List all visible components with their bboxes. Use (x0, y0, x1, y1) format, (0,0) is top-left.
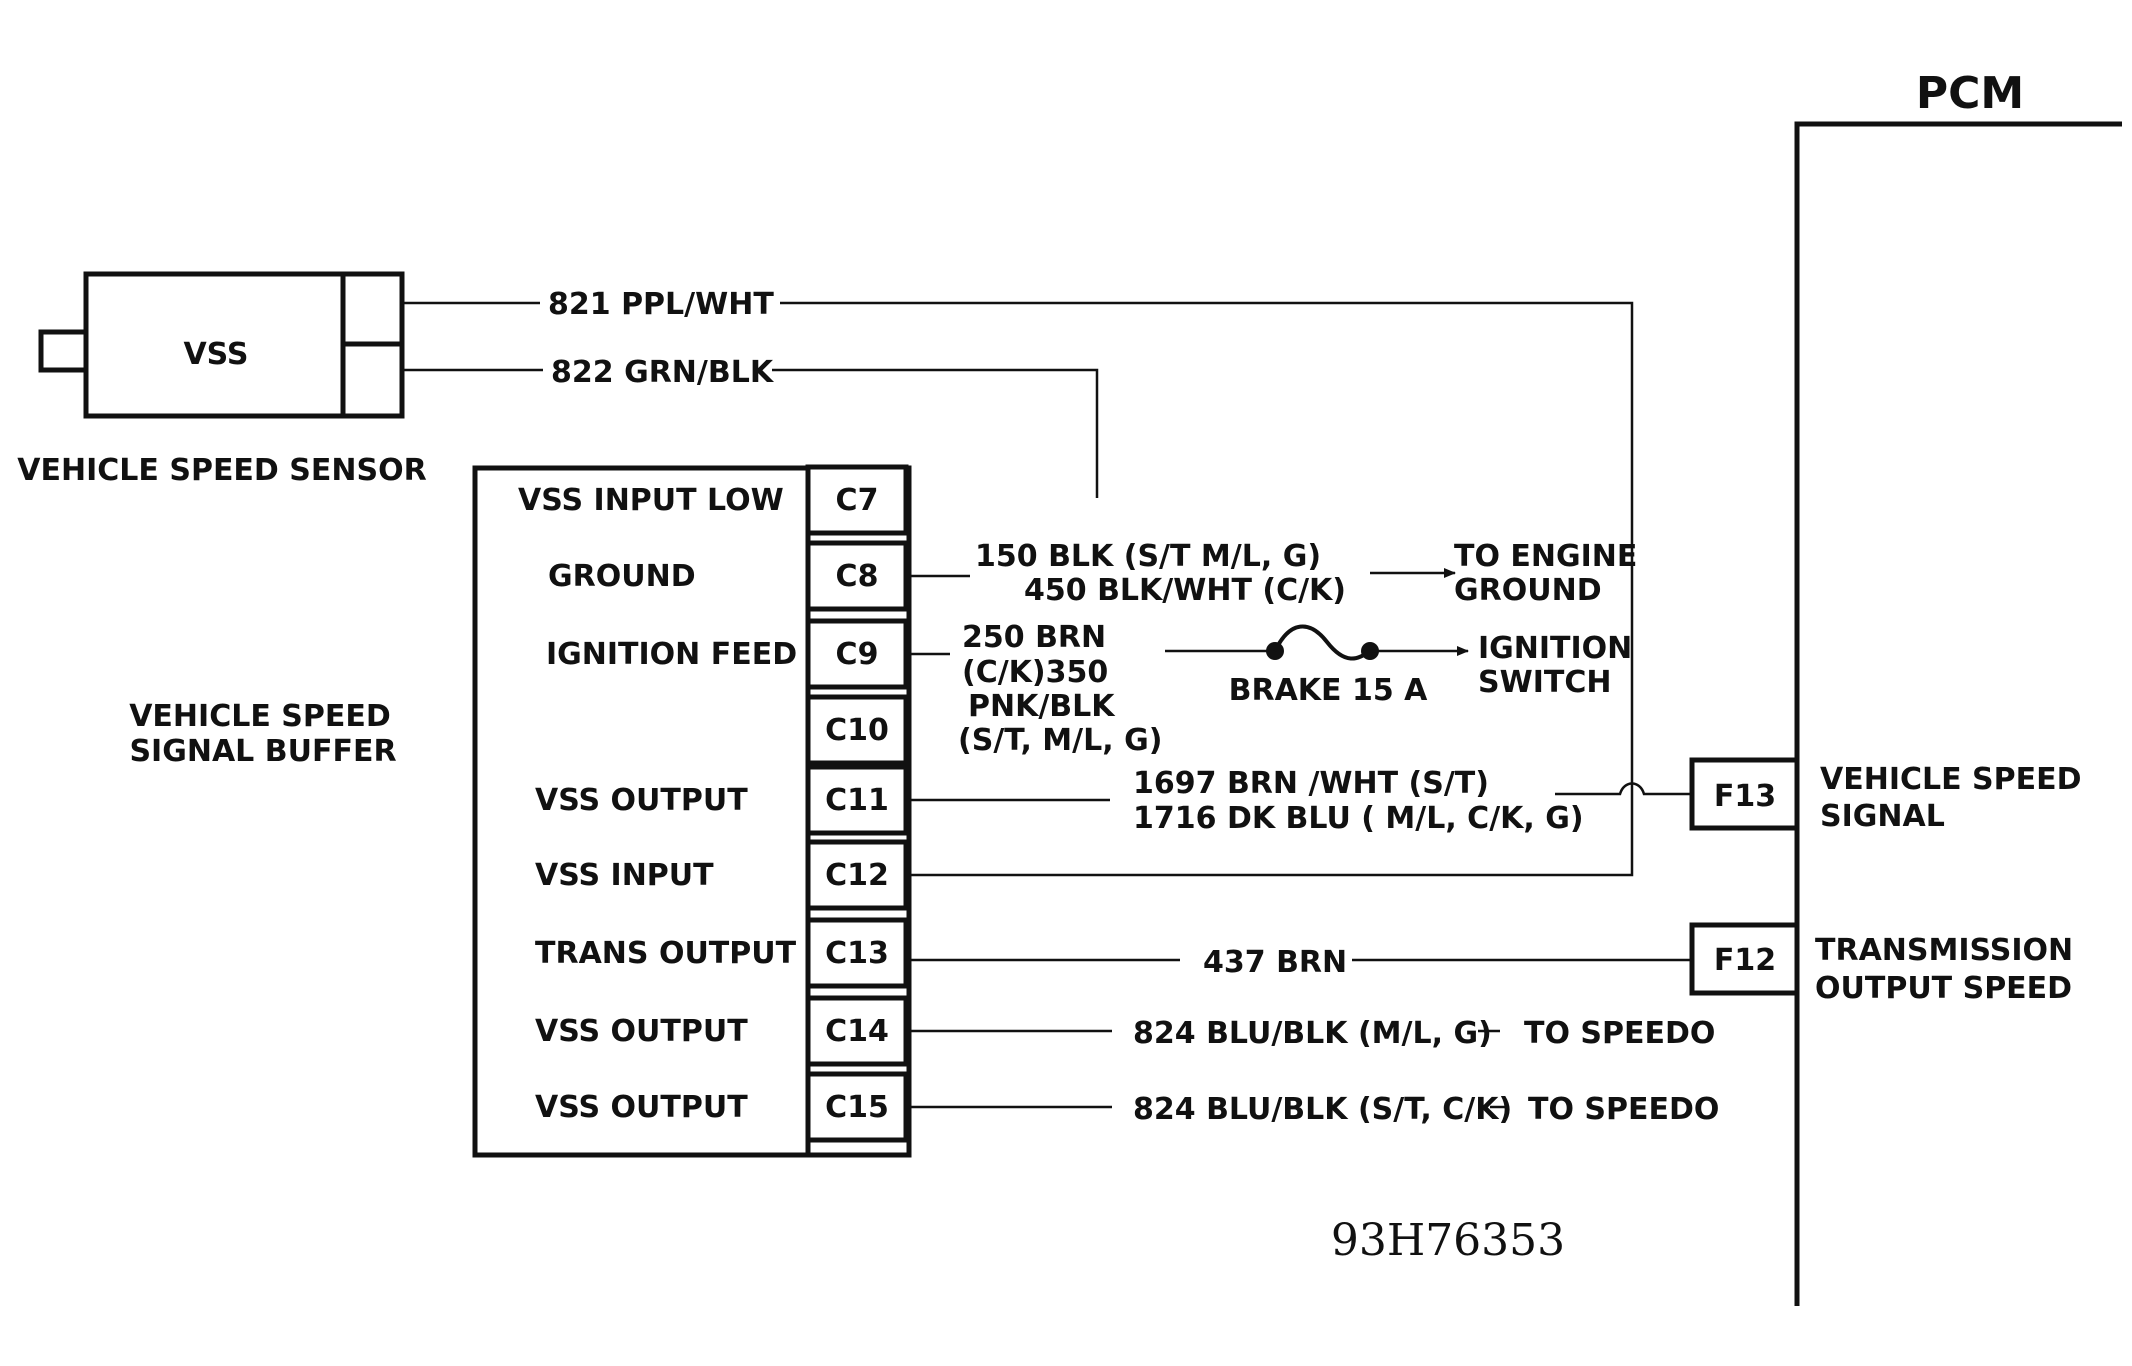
wire-vss-out-label-1: 1697 BRN /WHT (S/T) (1133, 766, 1489, 801)
signal-buffer: VEHICLE SPEED SIGNAL BUFFER C7 VSS INPUT … (129, 464, 912, 1158)
buffer-pin-id: C13 (825, 936, 889, 971)
ground-dest-1: TO ENGINE (1454, 539, 1637, 574)
wire-ign-label-3: PNK/BLK (968, 689, 1116, 724)
buffer-caption-1: VEHICLE SPEED (129, 699, 391, 734)
wires: 821 PPL/WHT 822 GRN/BLK 150 BLK (S/T M/L… (402, 287, 1719, 1127)
wire-821-label: 821 PPL/WHT (548, 287, 774, 322)
buffer-rows: C7 VSS INPUT LOW C8 GROUND C9 IGNITION FEED C1… (518, 464, 909, 1143)
sensor-label: VSS (183, 337, 248, 372)
wire-speedo2-label: 824 BLU/BLK (S/T, C/K) (1133, 1092, 1512, 1127)
buffer-pin-id: C8 (836, 559, 879, 594)
wire-speedo1-dest: TO SPEEDO (1524, 1016, 1715, 1051)
ground-dest-2: GROUND (1454, 573, 1602, 608)
wire-822-label: 822 GRN/BLK (551, 355, 775, 390)
wire-437-label: 437 BRN (1203, 945, 1347, 980)
buffer-pin-id: C12 (825, 858, 889, 893)
wire-vss-out-crossover (1555, 782, 1692, 796)
buffer-row-label: GROUND (548, 559, 696, 594)
buffer-pin-id: C9 (836, 637, 879, 672)
buffer-pin-box (805, 764, 909, 836)
vehicle-speed-sensor: VSS VEHICLE SPEED SENSOR (17, 271, 427, 488)
pcm-module: PCM F13 VEHICLE SPEED SIGNAL F12 TRANSMI… (1689, 68, 2122, 1306)
wire-speedo1-label: 824 BLU/BLK (M/L, G) (1133, 1016, 1492, 1051)
buffer-row-label: VSS INPUT LOW (518, 483, 784, 518)
pcm-pin-f12-label-1: TRANSMISSION (1815, 933, 2073, 968)
buffer-pin-box (805, 917, 909, 989)
wire-ground-label-2: 450 BLK/WHT (C/K) (1024, 573, 1346, 608)
pcm-pin-f12 (1689, 922, 1800, 996)
buffer-caption-2: SIGNAL BUFFER (129, 734, 396, 769)
pcm-pin-f13-label-1: VEHICLE SPEED (1820, 762, 2082, 797)
buffer-pin-box (805, 995, 909, 1067)
buffer-row-label: TRANS OUTPUT (535, 936, 797, 971)
ign-dest-1: IGNITION (1478, 631, 1632, 666)
buffer-pin-box (805, 540, 909, 612)
buffer-pin-id: C7 (836, 483, 879, 518)
fuse-icon (1273, 624, 1372, 661)
sensor-caption: VEHICLE SPEED SENSOR (17, 453, 426, 488)
sensor-shaft (38, 329, 89, 373)
wire-821-run (780, 301, 1634, 877)
wire-ign-label-4: (S/T, M/L, G) (958, 723, 1162, 758)
pcm-outline (1794, 121, 2122, 1306)
buffer-row-label: IGNITION FEED (546, 637, 797, 672)
pcm-pin-f12-label-2: OUTPUT SPEED (1815, 971, 2072, 1006)
buffer-pin-id: C10 (825, 713, 889, 748)
buffer-pin-box (805, 839, 909, 911)
buffer-row-label: VSS OUTPUT (535, 1090, 748, 1125)
pcm-pin-f13-id: F13 (1714, 779, 1776, 814)
pcm-pin-f13-label-2: SIGNAL (1820, 799, 1945, 834)
buffer-pin-id: C14 (825, 1014, 889, 1049)
wire-ign-label-2: (C/K)350 (962, 655, 1108, 690)
figure-code: 93H76353 (1331, 1215, 1565, 1266)
pcm-pin-f12-id: F12 (1714, 943, 1776, 978)
buffer-pin-id: C15 (825, 1090, 889, 1125)
buffer-pin-box (805, 618, 909, 690)
wire-822-run (772, 368, 1099, 498)
wire-ground-label-1: 150 BLK (S/T M/L, G) (975, 539, 1321, 574)
buffer-row-label: VSS OUTPUT (535, 783, 748, 818)
wire-speedo2-dest: TO SPEEDO (1528, 1092, 1719, 1127)
fuse-label: BRAKE 15 A (1229, 673, 1429, 708)
ign-dest-2: SWITCH (1478, 665, 1611, 700)
wire-vss-out-label-2: 1716 DK BLU ( M/L, C/K, G) (1133, 801, 1584, 836)
buffer-pin-box (805, 694, 909, 766)
buffer-pin-id: C11 (825, 783, 889, 818)
wire-ign-label-1: 250 BRN (962, 620, 1106, 655)
buffer-row-label: VSS OUTPUT (535, 1014, 748, 1049)
pcm-title: PCM (1916, 68, 2024, 119)
buffer-row-label: VSS INPUT (535, 858, 714, 893)
buffer-pin-box (805, 464, 909, 536)
buffer-pin-box (805, 1071, 909, 1143)
